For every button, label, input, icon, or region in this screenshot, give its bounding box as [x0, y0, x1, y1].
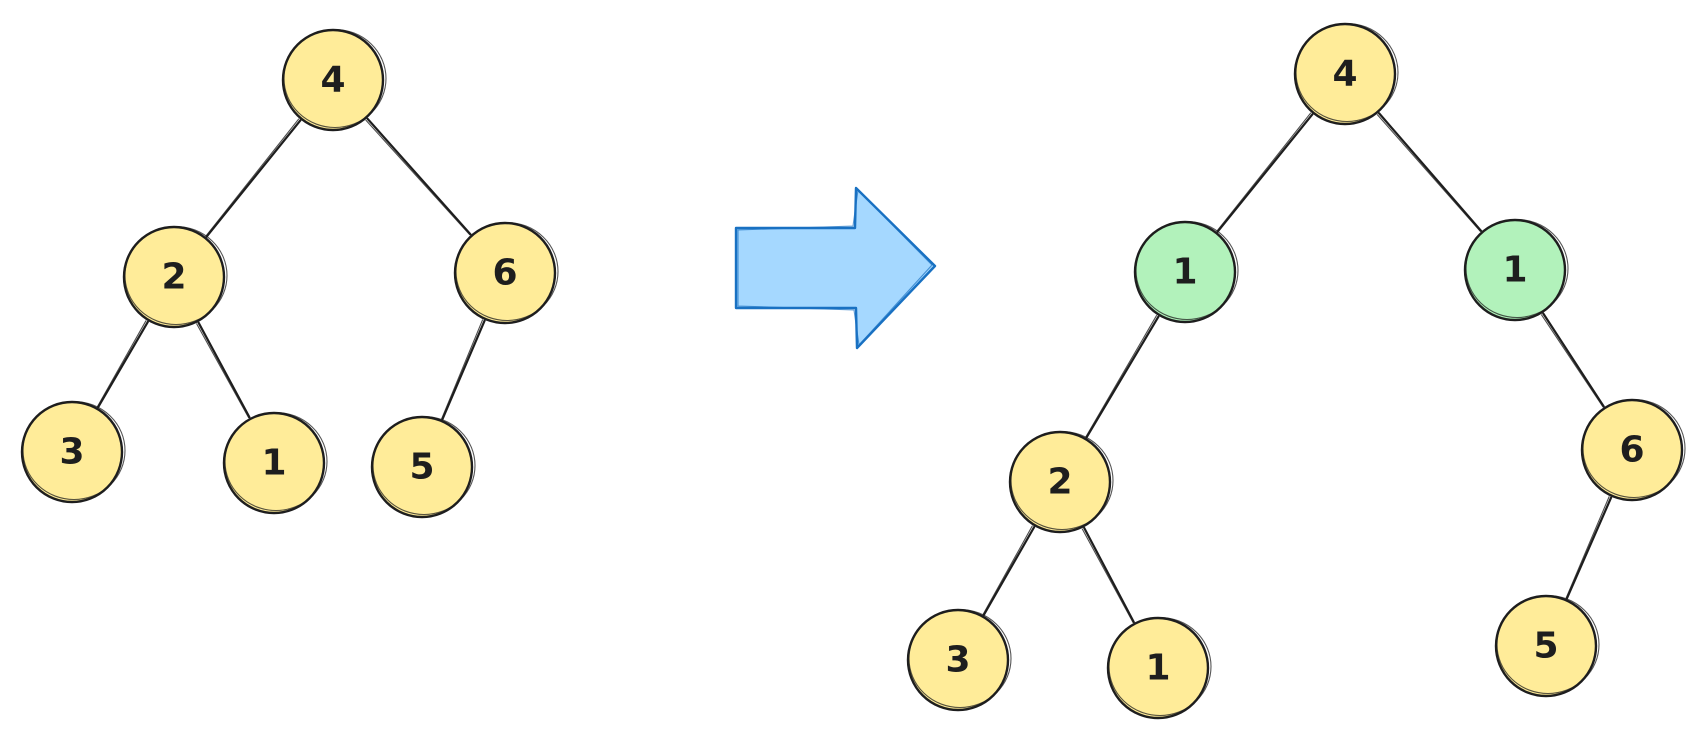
edge-a6-a5 [1565, 496, 1613, 600]
node-label: 2 [161, 257, 186, 298]
edge-b4-b6 [366, 117, 472, 236]
node-sketch-stroke [1135, 220, 1239, 321]
tree-node-b6: 6 [453, 221, 559, 325]
node-label: 6 [1619, 430, 1644, 471]
tree-node-b5: 5 [370, 415, 476, 519]
edge-b2-b3 [97, 320, 149, 409]
node-sketch-stroke [124, 225, 228, 326]
edge-a4-a1r [1377, 112, 1483, 232]
tree-node-b1: 1 [222, 411, 328, 515]
tree-node-a2: 2 [1008, 430, 1114, 534]
after-tree: 4 1 1 2 6 3 1 5 [906, 22, 1686, 720]
edge-sketch-a4-a1r [1376, 114, 1481, 232]
node-label: 2 [1047, 462, 1072, 503]
tree-node-a1: 1 [1106, 616, 1212, 720]
tree-node-b3: 3 [20, 400, 126, 504]
node-label: 5 [409, 447, 434, 488]
node-sketch-stroke [1465, 218, 1569, 319]
node-label: 3 [945, 640, 970, 681]
node-label: 6 [492, 253, 517, 294]
node-label: 5 [1533, 626, 1558, 667]
node-sketch-stroke [1582, 398, 1686, 499]
edge-sketch-b6-b5 [441, 319, 484, 420]
node-sketch-stroke [283, 28, 387, 129]
arrow-sketch-stroke [737, 188, 933, 347]
node-sketch-stroke [908, 608, 1012, 709]
tree-node-a4: 4 [1293, 22, 1399, 126]
node-sketch-stroke [1496, 594, 1600, 695]
node-sketch-stroke [455, 221, 559, 322]
tree-node-b4: 4 [281, 28, 387, 132]
edge-a1r-a6 [1542, 312, 1605, 408]
node-label: 4 [1332, 54, 1357, 95]
node-sketch-stroke [1108, 616, 1212, 717]
edge-b4-b2 [205, 119, 302, 238]
edge-sketch-b2-b1 [196, 323, 250, 419]
edge-a2-a1 [1083, 526, 1135, 624]
node-label: 1 [1172, 252, 1197, 293]
edge-sketch-a1r-a6 [1540, 314, 1604, 408]
transition-arrow [734, 186, 937, 350]
edge-a2-a3 [982, 526, 1036, 616]
inserted-node-a1r: 1 [1463, 218, 1569, 322]
tree-node-b2: 2 [122, 225, 228, 329]
tree-node-a6: 6 [1580, 398, 1686, 502]
node-sketch-stroke [22, 400, 126, 501]
edge-b6-b5 [441, 319, 486, 421]
node-label: 1 [261, 443, 286, 484]
node-sketch-stroke [224, 411, 328, 512]
node-label: 4 [320, 60, 345, 101]
edge-sketch-a1l-a2 [1085, 315, 1158, 438]
edge-sketch-b4-b2 [205, 118, 300, 237]
edge-sketch-a4-a1l [1216, 112, 1312, 232]
node-sketch-stroke [1295, 22, 1399, 123]
node-sketch-stroke [1010, 430, 1114, 531]
edge-sketch-a6-a5 [1565, 496, 1610, 599]
tree-node-a5: 5 [1494, 594, 1600, 698]
edge-sketch-a2-a1 [1081, 528, 1134, 623]
right-arrow-icon [734, 186, 937, 350]
edge-a1l-a2 [1085, 315, 1160, 439]
node-sketch-stroke [372, 415, 476, 516]
edge-sketch-b2-b3 [96, 320, 147, 408]
before-tree: 4 2 6 3 1 5 [20, 28, 559, 519]
inserted-node-a1l: 1 [1133, 220, 1239, 324]
edge-sketch-a2-a3 [982, 525, 1033, 615]
node-label: 3 [59, 432, 84, 473]
tree-node-a3: 3 [906, 608, 1012, 712]
node-label: 1 [1145, 648, 1170, 689]
edge-a4-a1l [1216, 113, 1314, 233]
node-label: 1 [1502, 250, 1527, 291]
edge-sketch-b4-b6 [365, 119, 471, 236]
edge-b2-b1 [197, 321, 251, 419]
